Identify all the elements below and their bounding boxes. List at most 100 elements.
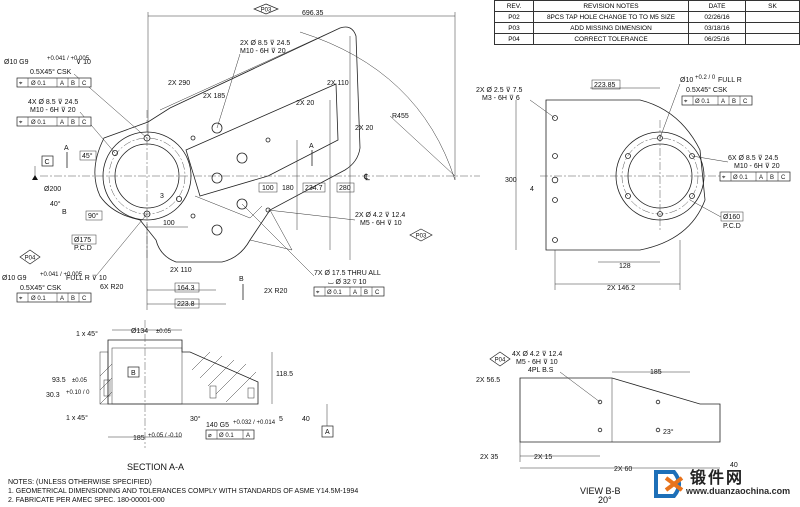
hatch-line (225, 371, 257, 403)
fcf-datum: A (60, 81, 64, 87)
tap2x-m5-b: M5 - 6H ⊽ 10 (360, 219, 402, 227)
box-234 (302, 182, 326, 193)
tap4x-bb-leader (559, 371, 601, 403)
cbore: ⌴ Ø 32 ⊽ 10 (328, 279, 366, 286)
hole (552, 115, 558, 121)
dim-118: 118.5 (276, 371, 293, 378)
fcf-right-b: ⌖ Ø 0.1 A B C (719, 171, 791, 182)
tap2x-m5-leader (267, 209, 356, 221)
section-b-label: B (239, 276, 244, 283)
hole (236, 152, 248, 164)
watermark-cn: 锻件网 (690, 470, 745, 487)
section-title: SECTION A-A (127, 462, 184, 472)
fcf-tol: Ø 0.1 (327, 290, 342, 296)
fcf-main-b: ⌖ Ø 0.1 A B C (16, 116, 92, 127)
dim-140-tol: +0.032 / +0.014 (233, 420, 276, 426)
tap2x-m5-a: 2X Ø 4.2 ⊽ 12.4 (355, 211, 405, 219)
dim-223: 223.8 (177, 301, 195, 308)
section-pin (103, 379, 111, 397)
pocket-edge (194, 195, 263, 219)
box-280-text: 280 (339, 185, 351, 192)
box-280 (336, 182, 355, 193)
fcf-symbol: ⌖ (316, 290, 320, 296)
tap2x-leader (216, 53, 241, 129)
box-234-text: 234.7 (305, 185, 323, 192)
fcf-datum: C (82, 296, 87, 302)
pocket-edge (249, 209, 293, 251)
fcf-tol: Ø 0.1 (219, 433, 234, 439)
dim-128: 128 (619, 263, 631, 270)
section-a-left: A (64, 145, 69, 152)
fcf-right-a: ⌖ Ø 0.1 A B C (681, 95, 753, 106)
section-bore (111, 347, 183, 405)
dia-200: Ø200 (44, 186, 61, 193)
right-view: 223.85 2X Ø 2.5 ⊽ 7.5 M3 - 6H ⊽ 6 Ø10 +0… (476, 75, 791, 292)
fcf-datum: C (82, 81, 87, 87)
dim-40: 40 (302, 416, 310, 423)
viewbb-title: VIEW B-B (580, 486, 621, 496)
dim-3: 3 (160, 193, 164, 200)
ang-40: 40° (50, 200, 61, 208)
overall-dim-text: 696.35 (302, 10, 324, 17)
tap6x-a: 6X Ø 8.5 ⊽ 24.5 (728, 154, 778, 162)
bore-callout: Ø10 G9 (4, 59, 29, 66)
dim-185: 185 (133, 435, 145, 442)
hole (552, 153, 558, 159)
dia160-leader (689, 199, 722, 218)
hole (689, 153, 695, 159)
fcf-datum: B (71, 296, 75, 302)
tap2x-callout-b: M10 - 6H ⊽ 20 (240, 47, 286, 55)
tap4x-bb-b: M5 - 6H ⊽ 10 (516, 358, 558, 366)
table-row: P04 CORRECT TOLERANCE 06/25/16 (494, 33, 800, 45)
section-datum-a: A (325, 429, 330, 436)
fcf-main-d: ⌖ Ø 0.1 A B C (313, 286, 385, 297)
dim-110-label: 2X 110 (327, 80, 349, 87)
dia160-box (720, 211, 744, 222)
dim-164: 164.3 (177, 285, 195, 292)
fcf-symbol: ⌖ (19, 120, 23, 126)
ang-45: 45° (82, 152, 93, 160)
dim-185-tol: +0.05 / -0.10 (148, 433, 183, 439)
tap4x-bb-c: 4PL B.S (528, 367, 554, 374)
datum-c-label: C (45, 159, 50, 166)
fcf-frame (16, 292, 92, 303)
rev-tag-p03-b (409, 228, 433, 242)
dim-93-tol: ±0.05 (72, 378, 88, 384)
tap4x-callout-a: 4X Ø 8.5 ⊽ 24.5 (28, 98, 78, 106)
section-1x45-b: 1 x 45° (66, 414, 88, 422)
dim-140: 140 G5 (206, 422, 229, 429)
dim-2x110-b: 2X 110 (170, 267, 192, 274)
fcf-tol: Ø 0.1 (31, 81, 46, 87)
hole (190, 213, 196, 219)
tap4x-bb-a: 4X Ø 4.2 ⊽ 12.4 (512, 350, 562, 358)
fcf-symbol: ⌖ (684, 99, 688, 105)
fcf-datum: A (246, 433, 250, 439)
hole (143, 134, 151, 142)
radius-2x: 2X R20 (264, 288, 287, 295)
section-1x45-a: 1 x 45° (76, 330, 98, 338)
hole (597, 427, 603, 433)
bore-right-csk: 0.5X45° CSK (686, 86, 728, 94)
bore-right-tol: +0.2 / 0 (695, 75, 716, 81)
rev-tag-p03-b-label: P03 (416, 234, 427, 240)
dim-146: 2X 146.2 (607, 285, 635, 292)
fcf-symbol: ⌖ (19, 296, 23, 302)
dim-2x35: 2X 35 (480, 454, 498, 461)
tap2x-right-leader (529, 99, 556, 119)
tap4x-callout-b: M10 - 6H ⊽ 20 (30, 106, 76, 114)
section-pin (247, 387, 255, 399)
bore2-callout: Ø10 G9 (2, 275, 27, 282)
fcf-datum: C (82, 120, 87, 126)
fcf-symbol: ⌀ (208, 433, 212, 439)
fcf-frame (313, 286, 385, 297)
fcf-datum: B (732, 99, 736, 105)
bore2-full: FULL R ⊽ 10 (66, 274, 107, 282)
dim-223-right: 223.85 (594, 82, 616, 89)
section-a-right: A (309, 143, 314, 150)
hole (551, 176, 559, 184)
right-pcd-label: P.C.D (723, 223, 741, 230)
hole (655, 399, 661, 405)
hole (625, 193, 631, 199)
watermark-url: www.duanzaochina.com (686, 486, 791, 496)
